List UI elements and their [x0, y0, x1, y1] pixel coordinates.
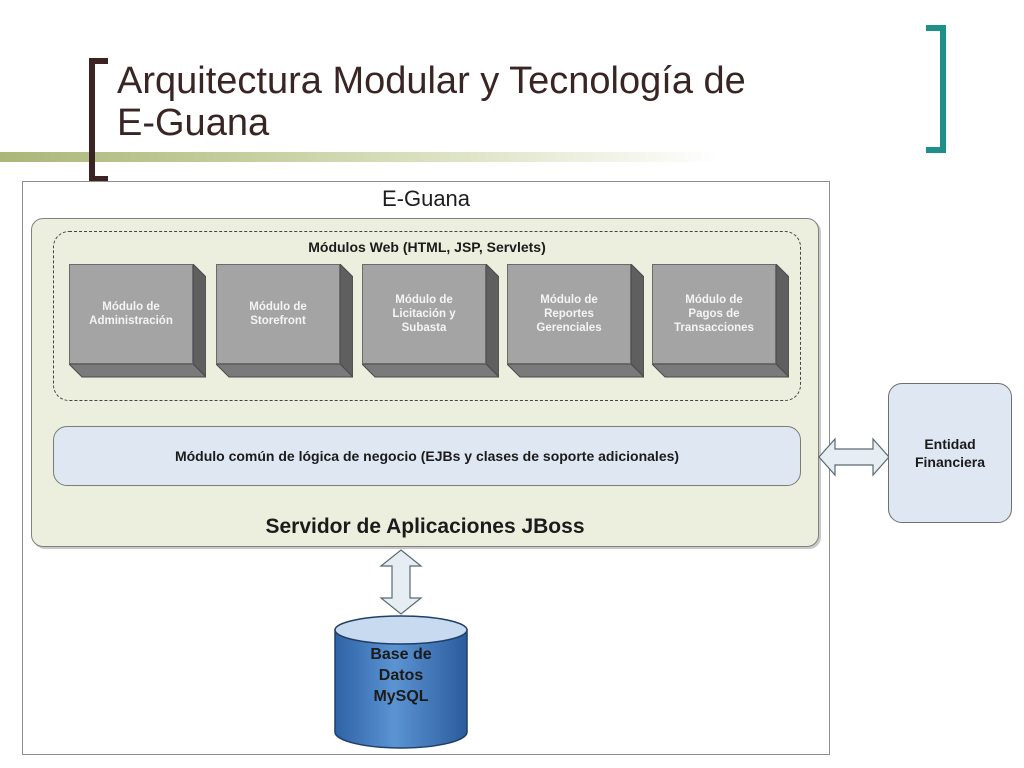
database-icon — [334, 615, 468, 749]
module-bidding-auction-label: Módulo de Licitación y Subasta — [392, 294, 456, 334]
module-transaction-payments: Módulo de Pagos de Transacciones — [652, 264, 789, 378]
financial-entity: Entidad Financiera — [888, 383, 1012, 523]
module-depth-shape — [362, 264, 499, 378]
database-label: Base de Datos MySQL — [370, 646, 432, 705]
module-administration: Módulo de Administración — [69, 264, 206, 378]
module-bidding-auction: Módulo de Licitación y Subasta — [362, 264, 499, 378]
database-cylinder: Base de Datos MySQL — [333, 614, 469, 750]
bidirectional-arrow-horizontal — [818, 437, 890, 477]
module-administration-label: Módulo de Administración — [89, 301, 173, 327]
jboss-server-label: Servidor de Aplicaciones JBoss — [265, 515, 585, 538]
right-bracket-decoration — [926, 25, 946, 153]
module-depth-shape — [507, 264, 644, 378]
module-depth-shape — [69, 264, 206, 378]
slide-title: Arquitectura Modular y Tecnología de E-G… — [117, 60, 746, 144]
module-storefront-label: Módulo de Storefront — [249, 301, 307, 327]
financial-entity-label: Entidad Financiera — [914, 436, 986, 470]
module-storefront: Módulo de Storefront — [216, 264, 353, 378]
left-bracket-decoration — [89, 58, 108, 182]
business-logic-label: Módulo común de lógica de negocio (EJBs … — [174, 448, 680, 464]
title-underline — [0, 152, 720, 162]
web-modules-group: Módulos Web (HTML, JSP, Servlets) — [53, 231, 801, 401]
eguana-frame-label: E-Guana — [381, 186, 471, 211]
module-depth-shape — [216, 264, 353, 378]
module-transaction-payments-label: Módulo de Pagos de Transacciones — [674, 294, 754, 334]
module-depth-shape — [652, 264, 789, 378]
web-modules-label: Módulos Web (HTML, JSP, Servlets) — [308, 239, 546, 255]
business-logic-module: Módulo común de lógica de negocio (EJBs … — [53, 426, 801, 486]
module-management-reports: Módulo de Reportes Gerenciales — [507, 264, 644, 378]
bidirectional-arrow-vertical — [379, 549, 423, 615]
module-management-reports-label: Módulo de Reportes Gerenciales — [536, 294, 602, 334]
